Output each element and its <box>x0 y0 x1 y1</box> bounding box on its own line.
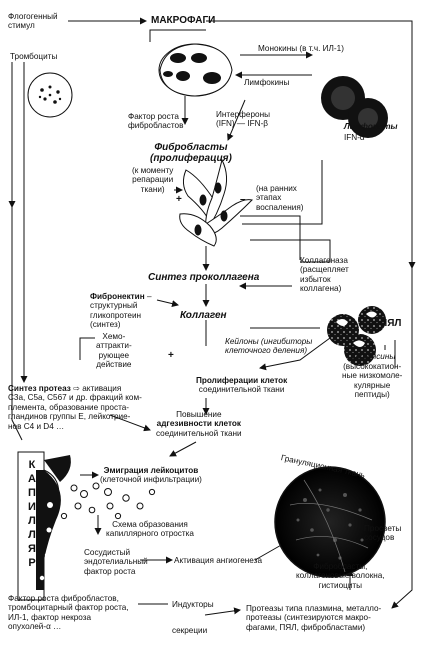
cell-proliferation-label: Пролиферации клеток соединительной ткани <box>196 376 287 395</box>
capillary-image <box>17 451 71 601</box>
phlogogenic-stimulus-label: Флогогенный стимул <box>8 12 58 31</box>
granulation-tissue-image <box>274 466 386 578</box>
protease-synthesis-label: Синтез протеаз ⇨ активация C3a, C5a, C56… <box>8 384 142 431</box>
fgf-label: Фактор роста фибробластов <box>128 112 184 131</box>
keylons-label: Кейлоны (ингибиторы клеточного деления) <box>225 337 313 356</box>
capillary-label: К А П И Л Л Я Р <box>28 459 36 569</box>
vegf-label: Сосудистый эндотелиальный фактор роста <box>84 548 148 576</box>
lymphokines-label: Лимфокины <box>244 78 290 87</box>
macrophages-label: МАКРОФАГИ <box>151 15 216 26</box>
fibronectin-label: Фибронектин – структурный гликопротеин (… <box>90 292 152 330</box>
thrombocyte-cell <box>27 72 73 118</box>
interferons-label: Интерфероны (IFN) — IFN-β <box>216 110 270 129</box>
plus-sign: + <box>176 194 182 205</box>
fibronectin-text: – структурный гликопротеин (синтез) <box>90 292 152 330</box>
ifn-a-label: IFN-α <box>344 133 365 142</box>
lymphocyte-cells <box>321 76 388 138</box>
pmn-cells <box>327 306 386 366</box>
defensins-description: (высококатион- ные низкомоле- кулярные п… <box>342 362 403 400</box>
lumens-label: Просветы сосудов <box>364 524 402 543</box>
fibroblasts-title: Фибробласты (пролиферация) <box>150 142 232 164</box>
adhesion-pre: Повышение <box>176 410 222 419</box>
adhesion-label: Повышение адгезивности клеток соединител… <box>156 410 242 438</box>
minus-sign: – <box>240 194 246 205</box>
defensins-title: Дефенсины <box>350 352 396 361</box>
fibronectin-bold: Фибронектин <box>90 292 145 301</box>
adhesion-bold: адгезивности клеток <box>156 419 241 429</box>
inductors-label: Индукторы <box>172 600 214 609</box>
chemo-label: Хемо- аттракти- рующее действие <box>96 332 132 370</box>
emigration-text: (клеточной инфильтрации) <box>100 475 202 485</box>
repair-moment-label: (к моменту репарации ткани) <box>132 166 174 194</box>
pmn-label: ПЯЛ <box>380 318 402 329</box>
thrombocytes-label: Тромбоциты <box>10 52 58 61</box>
growth-factors-label: Фактор роста фибробластов, тромбоцитарны… <box>8 594 129 632</box>
scheme-label: Схема образования капиллярного отростка <box>106 520 194 539</box>
plasmin-proteases-label: Протеазы типа плазмина, металло- протеаз… <box>246 604 382 632</box>
early-stages-label: (на ранних этапах воспаления) <box>256 184 304 212</box>
secretion-label: секреции <box>172 626 208 635</box>
protease-synthesis-bold: Синтез протеаз <box>8 384 71 393</box>
cell-proliferation-text: соединительной ткани <box>198 385 285 395</box>
arrows <box>8 17 416 616</box>
plus-sign-2: + <box>168 350 174 361</box>
emigration-bold: Эмиграция лейкоцитов <box>103 466 199 475</box>
collagenase-label: Коллагеназа (расщепляет избыток коллаген… <box>300 256 349 294</box>
angiogenesis-label: Активация ангиогенеза <box>174 556 262 565</box>
fibroblasts-fibers-label: Фибробласты, коллагеновые волокна, гисти… <box>296 562 385 590</box>
emigration-label: Эмиграция лейкоцитов (клеточной инфильтр… <box>100 466 202 485</box>
procollagen-label: Синтез проколлагена <box>148 272 260 283</box>
adhesion-text: соединительной ткани <box>156 428 242 438</box>
macrophage-cells <box>158 43 233 97</box>
monokines-label: Монокины (в т.ч. ИЛ-1) <box>258 44 344 53</box>
lymphocytes-label: Лимфоциты <box>344 122 398 131</box>
protease-synthesis-text: ⇨ активация C3a, C5a, C567 и др. фракций… <box>8 384 142 431</box>
collagen-label: Коллаген <box>180 310 227 321</box>
cell-proliferation-bold: Пролиферации клеток <box>196 376 288 385</box>
leukocyte-dots <box>60 482 156 520</box>
fibroblast-cells <box>179 158 253 247</box>
